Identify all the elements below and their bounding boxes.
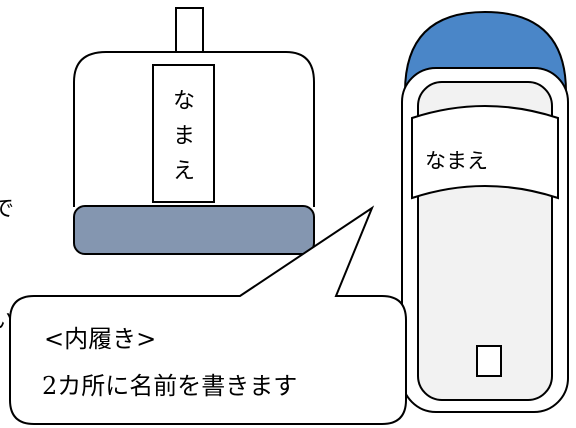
callout-message: 2カ所に名前を書きます	[42, 372, 297, 400]
left-shoe-name-tag	[152, 64, 215, 203]
name-tag-char-2: ま	[173, 124, 195, 149]
right-shoe-name-band	[411, 105, 559, 200]
callout-title: <内履き>	[44, 325, 156, 353]
right-shoe-heel-tab	[476, 345, 502, 377]
right-shoe-name-label: なまえ	[425, 149, 488, 173]
name-tag-char-1: な	[173, 89, 195, 114]
callout-shape	[9, 205, 407, 425]
right-shoe: なまえ	[401, 10, 569, 413]
left-shoe-sole	[73, 205, 315, 255]
callout-bubble: <内履き> 2カ所に名前を書きます	[9, 205, 407, 425]
edge-text-upper: で	[0, 197, 14, 222]
name-tag-char-3: え	[173, 159, 195, 184]
left-shoe: な ま え	[73, 7, 315, 255]
